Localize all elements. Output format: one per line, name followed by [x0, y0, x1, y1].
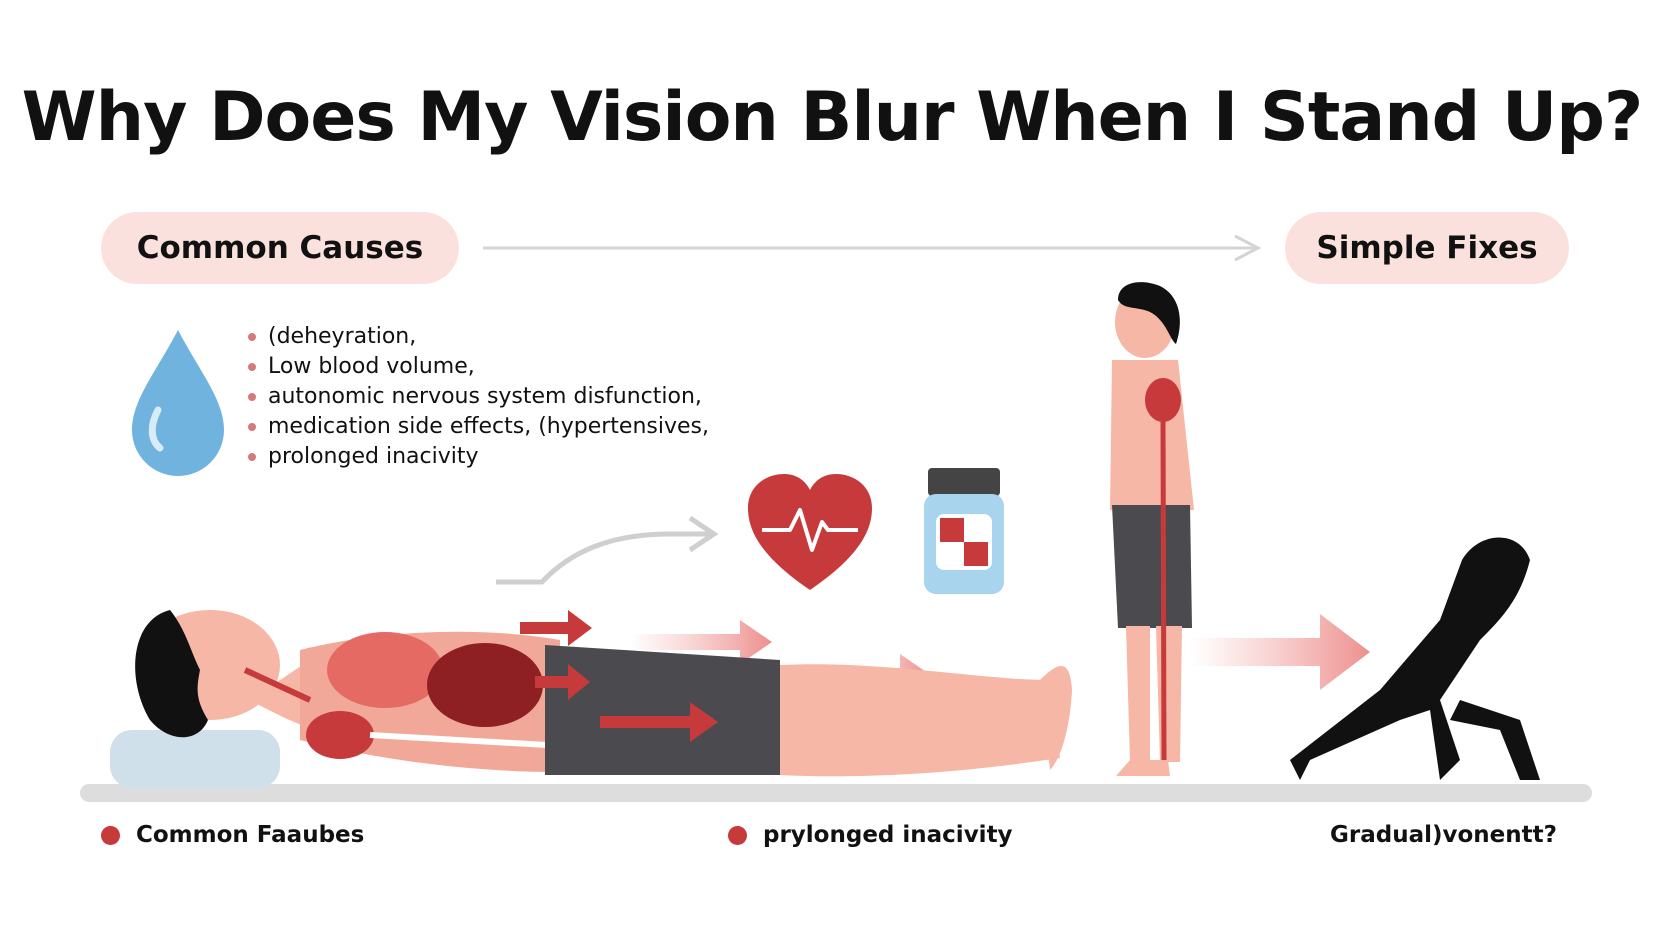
heart-pulse-icon: [748, 474, 872, 590]
cause-text: Low blood volume,: [268, 354, 475, 379]
flow-arrow-icon: [496, 515, 719, 585]
common-causes-header: Common Causes: [101, 212, 459, 284]
stretching-figure: [1290, 537, 1540, 780]
bullet-icon: [248, 333, 256, 341]
list-item: Low blood volume,: [248, 352, 709, 382]
bullet-icon: [248, 363, 256, 371]
bullet-icon: [101, 825, 120, 845]
cause-text: medication side effects, (hypertensives,: [268, 414, 709, 439]
cause-text: prolonged inacivity: [268, 444, 479, 469]
footer-item-left: Common Faaubes: [101, 822, 364, 848]
bullet-icon: [248, 423, 256, 431]
list-item: prolonged inacivity: [248, 442, 709, 472]
footer-item-middle: prylonged inacivity: [728, 822, 1013, 848]
list-item: autonomic nervous system disfunction,: [248, 382, 709, 412]
footer-label: Common Faaubes: [136, 822, 365, 848]
footer-label: prylonged inacivity: [763, 822, 1013, 848]
header-connector-arrow-icon: [483, 234, 1262, 262]
page-title: Why Does My Vision Blur When I Stand Up?: [21, 78, 1644, 157]
floor-line: [80, 784, 1592, 802]
bullet-icon: [728, 825, 747, 845]
lying-person-figure: [110, 610, 1072, 788]
bullet-icon: [248, 393, 256, 401]
water-drop-icon: [132, 330, 224, 476]
footer-label: Gradual)vonentt?: [1330, 822, 1557, 848]
bullet-icon: [248, 453, 256, 461]
footer-item-right: Gradual)vonentt?: [1330, 822, 1557, 848]
list-item: medication side effects, (hypertensives,: [248, 412, 709, 442]
list-item: (deheyration,: [248, 322, 709, 352]
simple-fixes-label: Simple Fixes: [1316, 230, 1538, 266]
causes-list: (deheyration, Low blood volume, autonomi…: [248, 322, 709, 472]
simple-fixes-header: Simple Fixes: [1285, 212, 1569, 284]
pill-bottle-icon: [924, 468, 1004, 594]
cause-text: autonomic nervous system disfunction,: [268, 384, 702, 409]
standing-person-figure: [1110, 282, 1194, 776]
common-causes-label: Common Causes: [136, 230, 424, 266]
cause-text: (deheyration,: [268, 324, 417, 349]
